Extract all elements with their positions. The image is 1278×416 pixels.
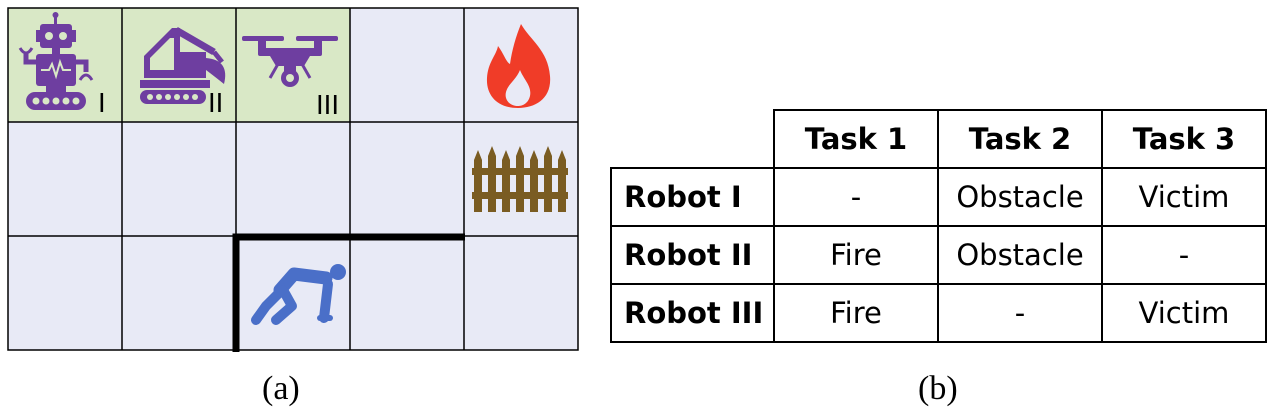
caption-b: (b) xyxy=(918,370,958,407)
victim-icon xyxy=(251,264,346,325)
robot-label-2: II xyxy=(208,89,223,119)
humanoid-robot-icon xyxy=(18,12,94,110)
column-header: Task 2 xyxy=(937,109,1103,169)
table-row: Robot II Fire Obstacle - xyxy=(610,225,1267,285)
table-corner xyxy=(611,110,775,169)
table-cell: Fire xyxy=(773,225,939,285)
column-header: Task 1 xyxy=(773,109,939,169)
task-table: Task 1 Task 2 Task 3 Robot I - Obstacle … xyxy=(610,109,1267,343)
table-cell: Victim xyxy=(1101,283,1267,343)
caption-a: (a) xyxy=(262,370,300,407)
table-cell: - xyxy=(937,283,1103,343)
wall xyxy=(232,233,465,352)
table-cell: Obstacle xyxy=(937,225,1103,285)
fence-icon xyxy=(472,146,568,212)
column-header: Task 3 xyxy=(1101,109,1267,169)
row-header: Robot II xyxy=(610,225,775,285)
excavator-icon xyxy=(140,26,226,104)
table-row: Robot I - Obstacle Victim xyxy=(610,167,1267,227)
row-header: Robot III xyxy=(610,283,775,343)
row-header: Robot I xyxy=(610,167,775,227)
robot-label-1: I xyxy=(98,89,106,119)
table-cell: - xyxy=(1101,225,1267,285)
table-header-row: Task 1 Task 2 Task 3 xyxy=(611,109,1267,169)
table-cell: - xyxy=(773,167,939,227)
fire-icon xyxy=(486,24,551,108)
grid-map: I II III xyxy=(7,7,579,352)
table-cell: Victim xyxy=(1101,167,1267,227)
table-row: Robot III Fire - Victim xyxy=(610,283,1267,343)
table-cell: Obstacle xyxy=(937,167,1103,227)
drone-icon xyxy=(242,36,338,87)
robot-label-3: III xyxy=(316,91,339,121)
cell-empty xyxy=(350,8,464,122)
table-cell: Fire xyxy=(773,283,939,343)
